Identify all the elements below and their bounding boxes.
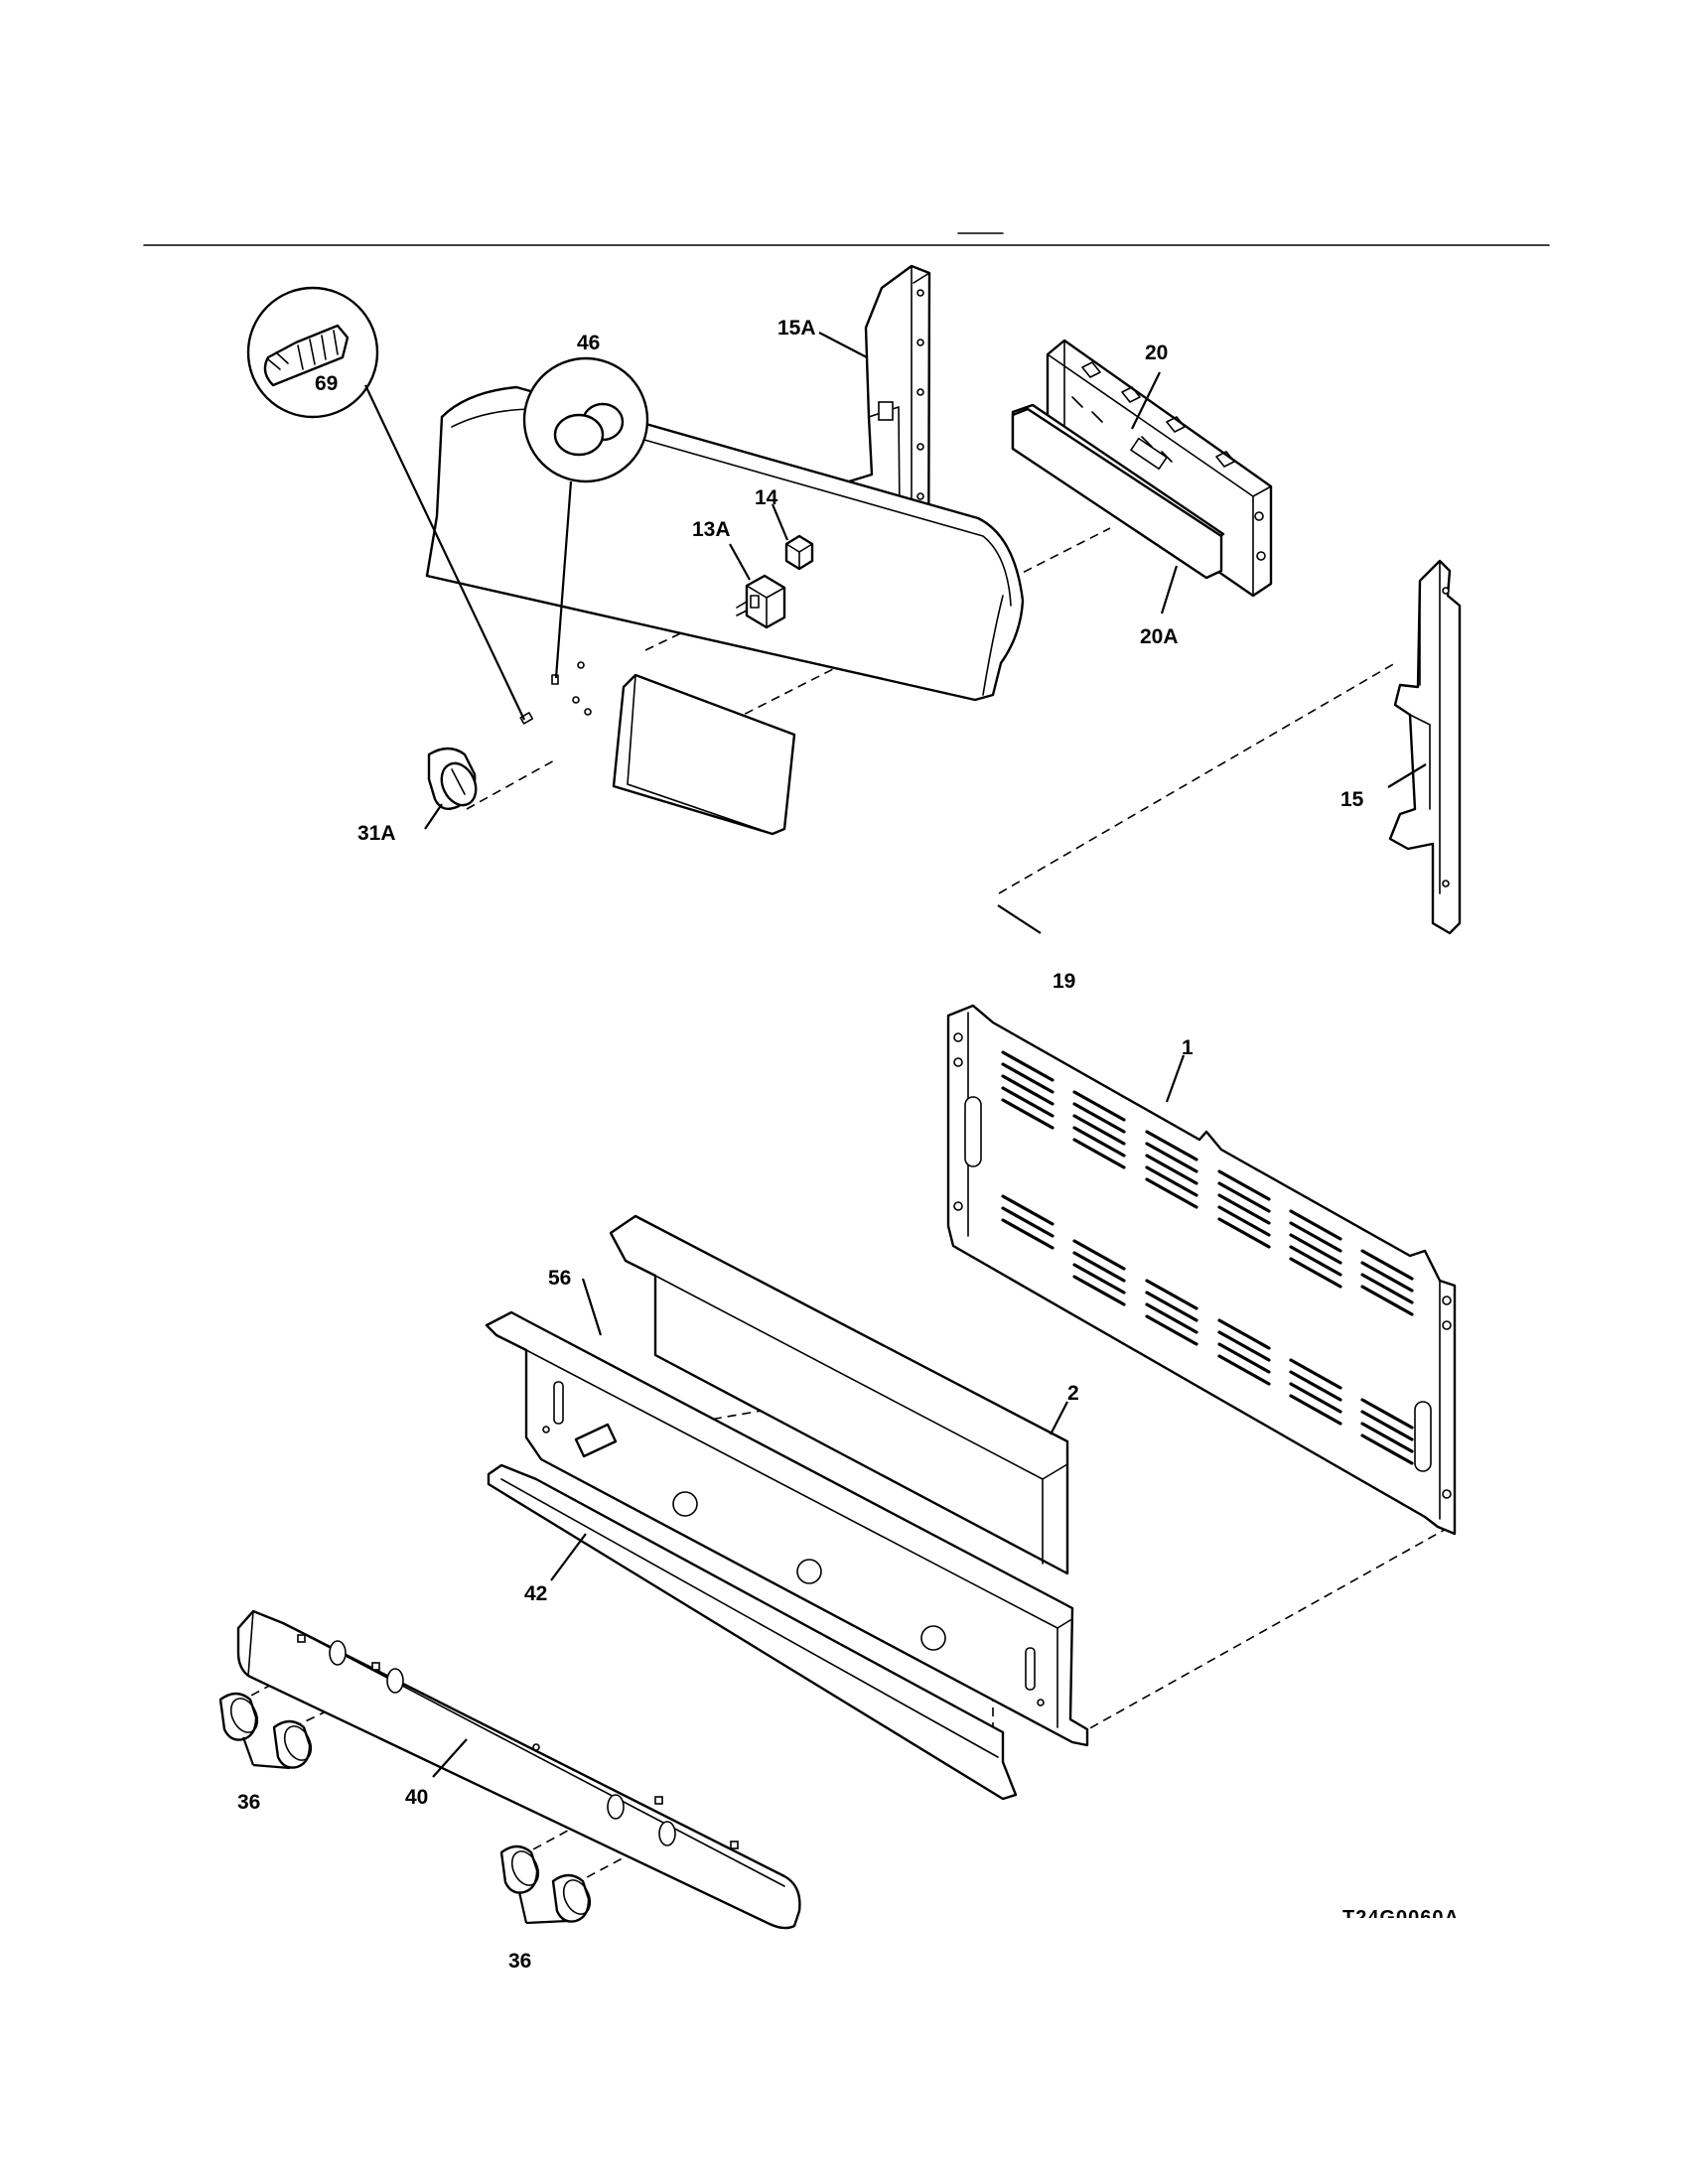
part-40-lower-console (236, 1609, 801, 1930)
lower-louvers (1001, 1194, 1414, 1465)
label-part-15a: 15A (777, 317, 816, 340)
label-part-20: 20 (1145, 341, 1168, 364)
label-part-31a: 31A (357, 822, 396, 845)
part-2-panel (609, 1214, 1069, 1575)
label-part-19: 19 (1053, 970, 1075, 993)
label-part-1: 1 (1182, 1036, 1194, 1059)
part-56-control-bracket (485, 1310, 1089, 1747)
part-69-screw-callout (246, 286, 534, 725)
label-part-36-upper: 36 (237, 1791, 260, 1814)
drawing-code-text: T24G0060A (1342, 1907, 1460, 1929)
label-part-20a: 20A (1140, 625, 1179, 648)
label-part-13a: 13A (692, 518, 731, 541)
part-36-knobs-right (499, 1844, 592, 1923)
header-rule (143, 232, 1550, 246)
upper-louvers (1001, 1050, 1414, 1316)
label-part-69: 69 (315, 372, 338, 395)
part-1-rear-panel (946, 1004, 1457, 1536)
part-13a-switch (736, 574, 786, 629)
label-part-2: 2 (1067, 1382, 1079, 1405)
leader-lines (241, 332, 1427, 1925)
part-14-small-switch (784, 534, 814, 571)
part-20a-overlay (1011, 403, 1225, 580)
part-labels: 15A 20 46 14 13A 69 20A 15 31A 19 1 56 2… (237, 317, 1364, 1973)
label-part-40: 40 (405, 1786, 428, 1809)
part-31a-knob (427, 747, 478, 810)
drawing-code: T24G0060A (1342, 1907, 1460, 1929)
part-46-button-callout (522, 356, 649, 685)
label-part-14: 14 (755, 486, 778, 509)
label-part-42: 42 (524, 1582, 547, 1605)
part-15-side-bracket (1388, 559, 1462, 935)
part-19-console (425, 385, 1025, 836)
label-part-15: 15 (1340, 788, 1364, 811)
part-42-trim-strip (487, 1463, 1018, 1801)
label-part-56: 56 (548, 1267, 571, 1290)
label-part-36-lower: 36 (508, 1950, 531, 1973)
part-36-knobs-left (218, 1692, 313, 1769)
label-part-46: 46 (577, 332, 600, 354)
